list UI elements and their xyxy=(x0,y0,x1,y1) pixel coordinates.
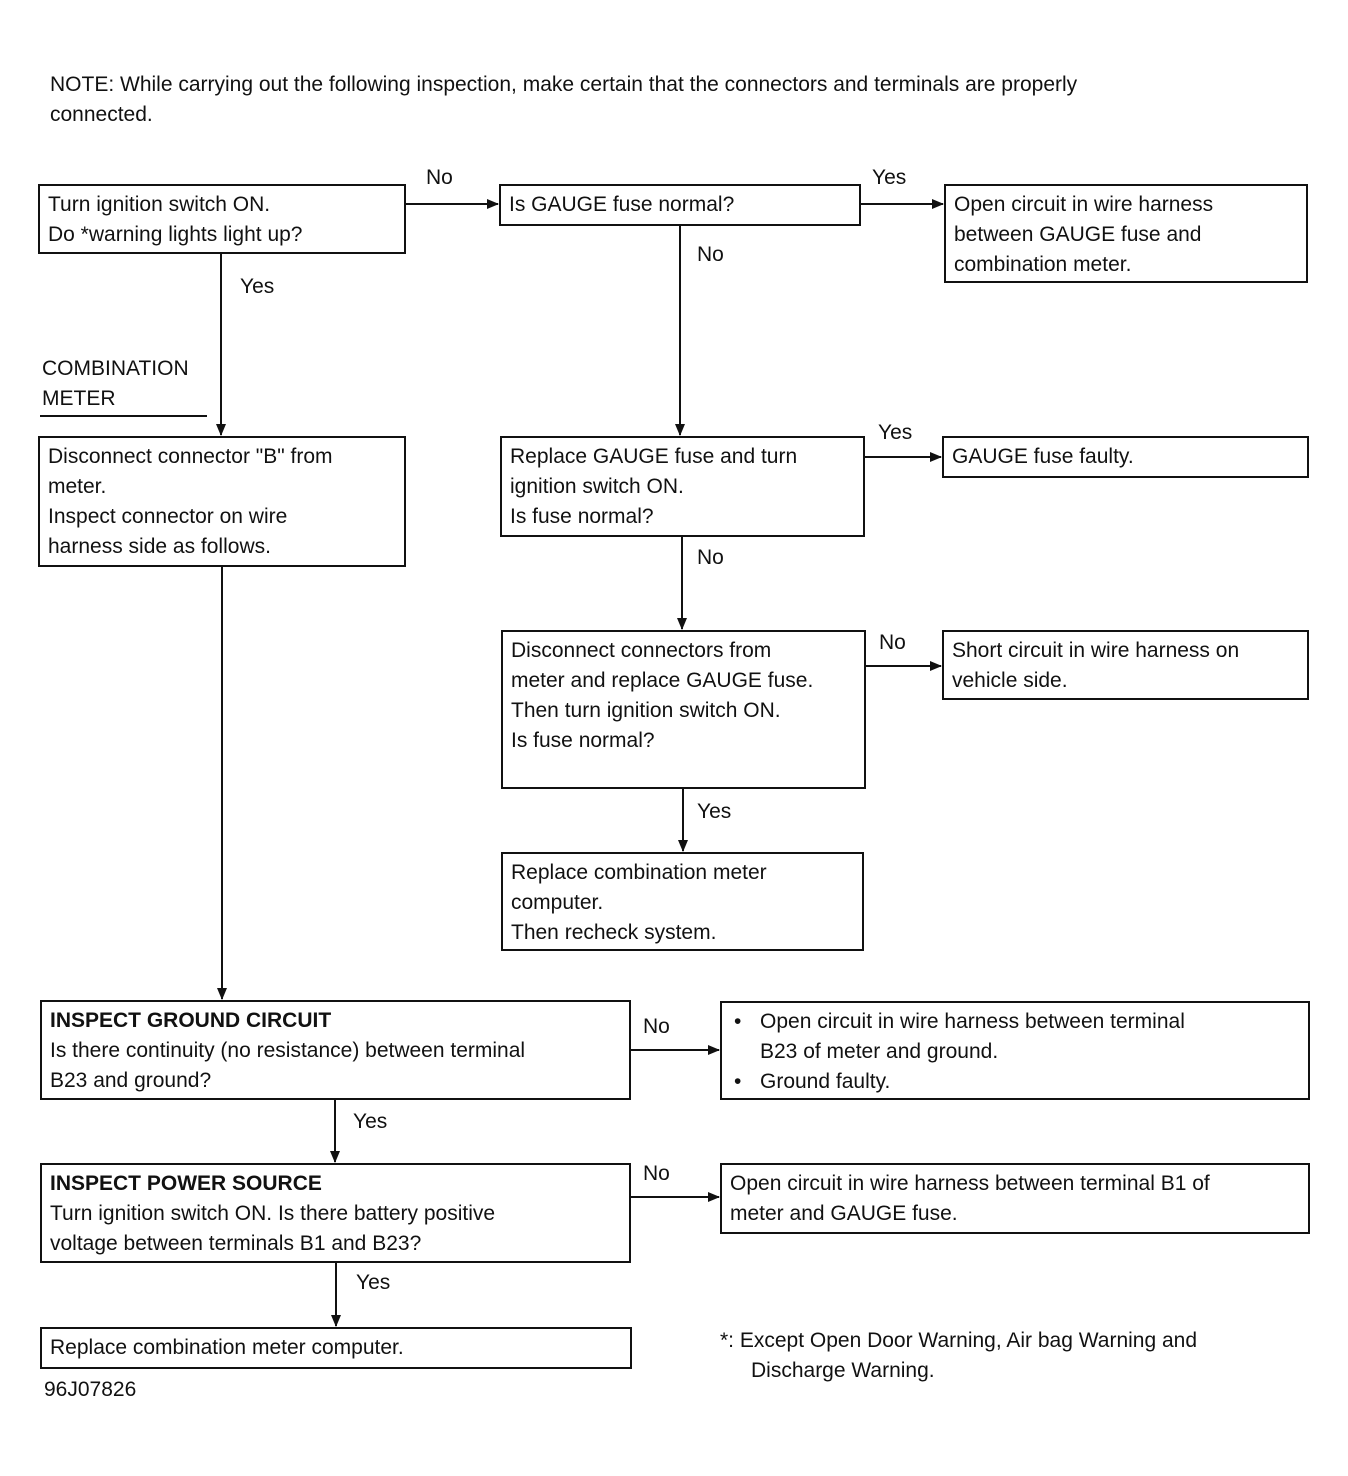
edge-label-disconnect-no: No xyxy=(879,631,906,654)
box-text: ignition switch ON. xyxy=(510,475,684,498)
box-start: Turn ignition switch ON. Do *warning lig… xyxy=(38,184,406,254)
box-text: Turn ignition switch ON. xyxy=(48,193,271,216)
side-label-line-2: METER xyxy=(42,387,116,410)
box-text: Short circuit in wire harness on xyxy=(952,639,1240,662)
box-gauge-fuse-normal: Is GAUGE fuse normal? xyxy=(499,184,861,226)
box-text: Is GAUGE fuse normal? xyxy=(509,193,735,216)
bullet-item: Ground faulty. xyxy=(730,1067,1300,1097)
note-text: NOTE: While carrying out the following i… xyxy=(50,70,1290,130)
box-text: meter. xyxy=(48,475,107,498)
figure-id: 96J07826 xyxy=(44,1378,137,1401)
box-text: GAUGE fuse faulty. xyxy=(952,445,1134,468)
box-text: Turn ignition switch ON. Is there batter… xyxy=(50,1202,496,1225)
box-text: B23 and ground? xyxy=(50,1069,212,1092)
box-disconnect-connector-b: Disconnect connector "B" from meter. Ins… xyxy=(38,436,406,567)
edge-label-power-no: No xyxy=(643,1162,670,1185)
box-title: INSPECT GROUND CIRCUIT xyxy=(50,1009,332,1032)
bullet-item: Open circuit in wire harness between ter… xyxy=(730,1007,1300,1037)
box-text: computer. xyxy=(511,891,604,914)
box-text: Replace combination meter xyxy=(511,861,767,884)
box-text: Is fuse normal? xyxy=(510,505,654,528)
box-title: INSPECT POWER SOURCE xyxy=(50,1172,322,1195)
edge-label-start-yes: Yes xyxy=(240,275,275,298)
edge-label-gauge-no: No xyxy=(697,243,724,266)
box-inspect-ground-circuit: INSPECT GROUND CIRCUIT Is there continui… xyxy=(40,1000,631,1100)
box-text: Replace combination meter computer. xyxy=(50,1336,404,1359)
combination-meter-label: COMBINATION METER xyxy=(42,354,189,414)
footnote: *: Except Open Door Warning, Air bag War… xyxy=(720,1326,1197,1386)
footnote-line-1: *: Except Open Door Warning, Air bag War… xyxy=(720,1329,1198,1352)
box-text: vehicle side. xyxy=(952,669,1068,692)
box-replace-computer-recheck: Replace combination meter computer. Then… xyxy=(501,852,864,951)
box-power-result: Open circuit in wire harness between ter… xyxy=(720,1163,1310,1234)
edge-label-power-yes: Yes xyxy=(356,1271,391,1294)
box-text: voltage between terminals B1 and B23? xyxy=(50,1232,422,1255)
edge-label-disconnect-yes: Yes xyxy=(697,800,732,823)
edge-label-replace-no: No xyxy=(697,546,724,569)
box-gauge-fuse-faulty: GAUGE fuse faulty. xyxy=(942,436,1309,478)
edge-label-replace-yes: Yes xyxy=(878,421,913,444)
edge-label-gauge-yes: Yes xyxy=(872,166,907,189)
box-text: Disconnect connectors from xyxy=(511,639,772,662)
box-text: Open circuit in wire harness between ter… xyxy=(730,1172,1210,1195)
box-text: Is there continuity (no resistance) betw… xyxy=(50,1039,526,1062)
box-text: Replace GAUGE fuse and turn xyxy=(510,445,798,468)
box-text: Do *warning lights light up? xyxy=(48,223,303,246)
edge-label-ground-yes: Yes xyxy=(353,1110,388,1133)
box-short-circuit: Short circuit in wire harness on vehicle… xyxy=(942,630,1309,700)
box-inspect-power-source: INSPECT POWER SOURCE Turn ignition switc… xyxy=(40,1163,631,1263)
box-text: Disconnect connector "B" from xyxy=(48,445,333,468)
box-disconnect-meter-connectors: Disconnect connectors from meter and rep… xyxy=(501,630,866,789)
box-text: between GAUGE fuse and xyxy=(954,223,1202,246)
footnote-line-2: Discharge Warning. xyxy=(751,1359,935,1382)
box-text: B23 of meter and ground. xyxy=(760,1040,999,1063)
note-line-1: NOTE: While carrying out the following i… xyxy=(50,73,1078,96)
box-open-circuit-gauge: Open circuit in wire harness between GAU… xyxy=(944,184,1308,283)
edge-label-ground-no: No xyxy=(643,1015,670,1038)
side-label-line-1: COMBINATION xyxy=(42,357,189,380)
box-text: Inspect connector on wire xyxy=(48,505,288,528)
box-text: Then turn ignition switch ON. xyxy=(511,699,781,722)
box-text: harness side as follows. xyxy=(48,535,271,558)
box-text: Open circuit in wire harness xyxy=(954,193,1214,216)
box-text: meter and GAUGE fuse. xyxy=(730,1202,958,1225)
box-ground-result: Open circuit in wire harness between ter… xyxy=(720,1001,1310,1100)
box-replace-gauge-fuse: Replace GAUGE fuse and turn ignition swi… xyxy=(500,436,865,537)
box-replace-combination-meter-computer: Replace combination meter computer. xyxy=(40,1327,632,1369)
box-text: meter and replace GAUGE fuse. xyxy=(511,669,814,692)
box-text: Then recheck system. xyxy=(511,921,717,944)
edge-label-start-no: No xyxy=(426,166,453,189)
note-line-2: connected. xyxy=(50,103,153,126)
box-text: Is fuse normal? xyxy=(511,729,655,752)
box-text: combination meter. xyxy=(954,253,1132,276)
